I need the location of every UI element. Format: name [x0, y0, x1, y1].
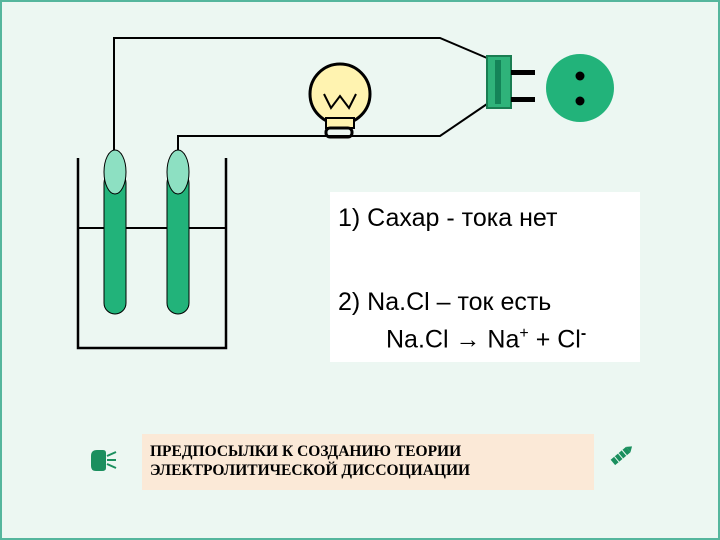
hand-pointer-icon[interactable] — [88, 444, 118, 474]
dissociation-equation: Na.Cl → Na+ + Cl- — [386, 325, 586, 354]
slide-title: ПРЕДПОСЫЛКИ К СОЗДАНИЮ ТЕОРИИ ЭЛЕКТРОЛИТ… — [150, 442, 470, 480]
sugar-result: 1) Сахар - тока нет — [338, 204, 558, 232]
light-bulb-icon — [308, 62, 372, 139]
slide-title-box: ПРЕДПОСЫЛКИ К СОЗДАНИЮ ТЕОРИИ ЭЛЕКТРОЛИТ… — [142, 434, 594, 490]
equation-cation: Na — [487, 325, 520, 354]
equation-plus: + — [535, 325, 551, 354]
cation-charge: + — [519, 325, 529, 342]
nacl-result: 2) Na.Cl – ток есть — [338, 288, 552, 316]
equation-reactant: Na.Cl — [386, 325, 449, 354]
wire-left — [113, 37, 488, 154]
title-line-1: ПРЕДПОСЫЛКИ К СОЗДАНИЮ ТЕОРИИ — [150, 443, 462, 460]
pencil-icon[interactable] — [606, 440, 636, 470]
equation-anion: Cl — [557, 325, 581, 354]
anion-charge: - — [580, 325, 587, 342]
results-box: 1) Сахар - тока нет 2) Na.Cl – ток есть … — [330, 192, 640, 362]
wire-right — [177, 103, 488, 154]
wall-socket-icon — [546, 54, 614, 122]
beaker — [76, 158, 228, 350]
electric-plug-icon — [486, 55, 535, 109]
title-line-2: ЭЛЕКТРОЛИТИЧЕСКОЙ ДИССОЦИАЦИИ — [150, 462, 471, 479]
electrode-left — [103, 149, 127, 315]
electrode-right — [166, 149, 190, 315]
reaction-arrow: → — [455, 325, 481, 354]
